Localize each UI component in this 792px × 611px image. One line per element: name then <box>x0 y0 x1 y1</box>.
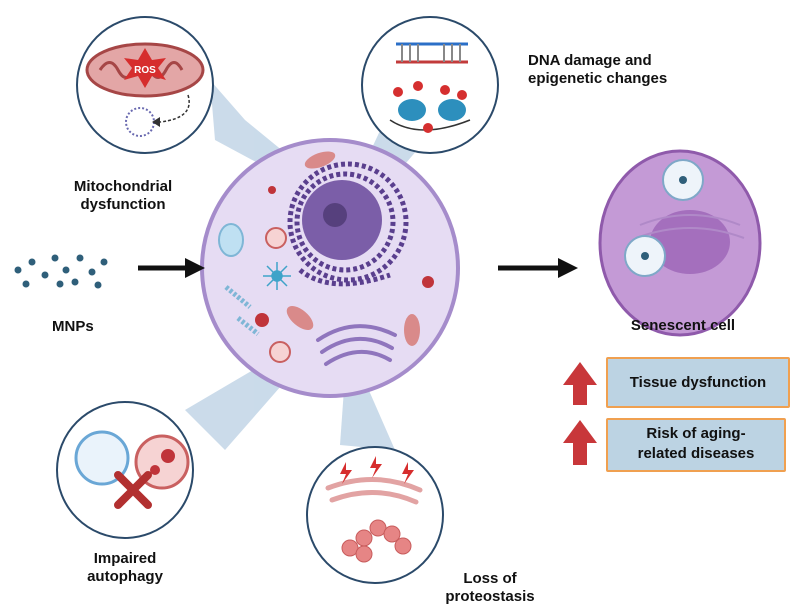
outcome-aging-line1: Risk of aging- <box>646 425 746 442</box>
lysosome-2 <box>269 341 291 363</box>
red-vesicle-2 <box>422 276 434 288</box>
ros-label: ROS <box>134 65 156 76</box>
microtubule <box>224 285 260 336</box>
golgi-apparatus <box>316 324 397 366</box>
label-autophagy-line2: autophagy <box>87 568 163 585</box>
endoplasmic-reticulum <box>287 161 409 287</box>
label-autophagy-line1: Impaired <box>93 550 157 567</box>
input-arrow <box>138 258 205 278</box>
mitochondrion-c <box>404 314 420 346</box>
up-arrow-icon <box>563 362 597 405</box>
label-mitochondrial-dysfunction: Mitochondrial dysfunction <box>73 178 173 213</box>
output-arrow <box>498 258 578 278</box>
outcome-aging-line2: related diseases <box>637 445 755 462</box>
centrosome-icon <box>263 262 291 290</box>
label-proteo-line1: Loss of <box>463 570 517 587</box>
label-proteo-line2: proteostasis <box>445 588 535 605</box>
mitochondrion-b <box>286 306 314 330</box>
up-arrow-icon <box>563 420 597 465</box>
label-loss-of-proteostasis: Loss of proteostasis <box>420 570 560 606</box>
dna-histone-icon <box>361 16 499 154</box>
main-cell <box>200 138 460 398</box>
vacuole <box>218 223 244 257</box>
mitochondrion-a <box>304 151 336 169</box>
outcome-box-tissue: Tissue dysfunction <box>606 357 790 408</box>
lysosome-1 <box>265 227 287 249</box>
label-dna-line1: DNA damage and <box>528 52 652 69</box>
label-dna-damage: DNA damage and epigenetic changes <box>528 52 768 88</box>
label-mnps: MNPs <box>52 318 94 335</box>
blocked-autophagy-icon <box>56 401 194 539</box>
red-vesicle-1 <box>255 313 269 327</box>
red-vesicle-3 <box>268 186 276 194</box>
senescent-cell <box>598 149 762 337</box>
label-dna-line2: epigenetic changes <box>528 70 668 87</box>
particle-dots-icon <box>14 254 108 289</box>
outcome-box-aging: Risk of aging- related diseases <box>606 418 786 472</box>
nucleolus <box>323 203 347 227</box>
label-impaired-autophagy: Impaired autophagy <box>60 550 190 586</box>
label-senescent-cell: Senescent cell <box>630 317 736 334</box>
ros-mitochondrion-icon: ROS <box>76 16 214 154</box>
misfolded-protein-icon <box>306 446 444 584</box>
beam-autophagy <box>185 360 295 450</box>
